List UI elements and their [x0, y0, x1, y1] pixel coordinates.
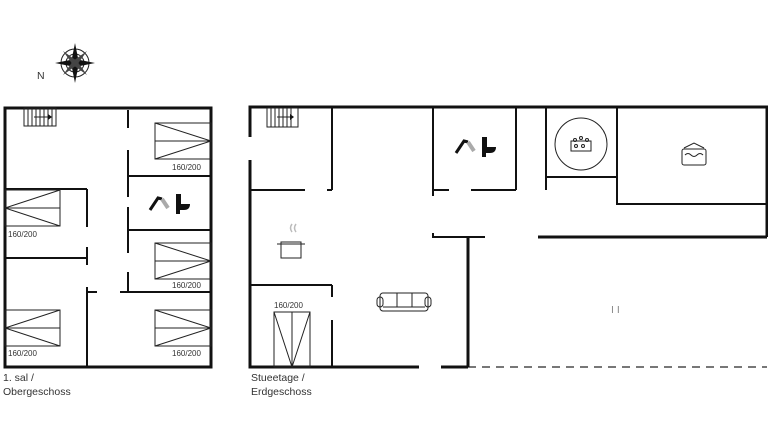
- bed-icon: [154, 122, 213, 160]
- toilet-icon: [482, 137, 496, 157]
- shower-icon: [148, 196, 170, 211]
- stairs-icon: [23, 107, 57, 127]
- cooking-pot-icon: [289, 223, 297, 233]
- bed-size-label: 160/200: [8, 349, 37, 358]
- toilet-icon: [176, 194, 190, 214]
- bed-icon: [273, 311, 311, 369]
- pool-icon: [681, 142, 707, 166]
- compass-rose-icon: [55, 43, 95, 83]
- compass-north-label: N: [37, 70, 45, 82]
- spa-circle: [554, 117, 608, 171]
- bed-icon: [3, 189, 61, 227]
- bed-icon: [3, 309, 61, 347]
- shower-icon: [454, 139, 476, 154]
- sofa-icon: [376, 292, 432, 312]
- bed-size-label: 160/200: [172, 349, 201, 358]
- ground-floor-plan: I I 160/200 Stueetage: [248, 105, 768, 398]
- bed-icon: [154, 242, 213, 280]
- upper-floor-plan: 160/200 160/200 160/200 160/200 160/200 …: [3, 106, 213, 398]
- bed-icon: [154, 309, 213, 347]
- upper-floor-outer-wall: [3, 106, 213, 369]
- upper-floor-caption: Obergeschoss: [3, 386, 71, 398]
- ground-floor-caption: Erdgeschoss: [251, 386, 312, 398]
- whirlpool-icon: [570, 136, 592, 152]
- bed-size-label: 160/200: [274, 301, 303, 310]
- stairs-icon: [266, 107, 299, 128]
- ground-floor-caption: Stueetage /: [251, 372, 305, 384]
- upper-floor-caption: 1. sal /: [3, 372, 34, 384]
- bed-size-label: 160/200: [172, 163, 201, 172]
- bed-size-label: 160/200: [8, 230, 37, 239]
- kitchen-pot-icon: [277, 241, 305, 259]
- bed-size-label: 160/200: [172, 281, 201, 290]
- area-mark: I I: [611, 304, 620, 316]
